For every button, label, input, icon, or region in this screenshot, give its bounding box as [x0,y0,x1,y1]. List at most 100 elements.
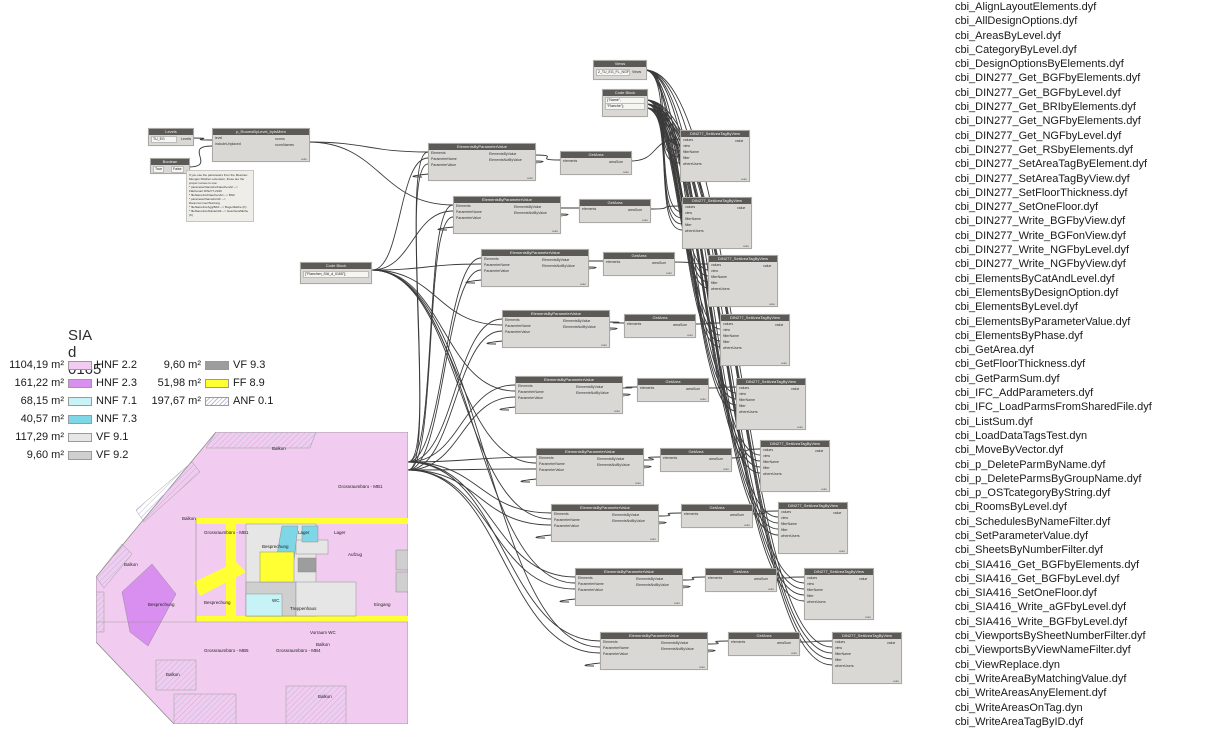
output-port[interactable]: Levels [181,137,192,141]
input-port[interactable]: filterName [683,150,699,154]
input-port[interactable]: view [683,144,691,148]
input-port[interactable]: Elements [484,257,499,261]
input-port[interactable]: ParameterValue [554,524,580,528]
input-port[interactable]: values [685,205,696,209]
input-port[interactable]: values [781,510,792,514]
output-port[interactable]: value [737,206,746,210]
output-port[interactable]: rooms [275,137,285,141]
output-port[interactable]: areaSum [686,387,701,391]
file-list-item[interactable]: cbi_SIA416_Get_BGFbyLevel.dyf [955,572,1120,585]
file-list-item[interactable]: cbi_WriteAreasAnyElement.dyf [955,687,1107,700]
input-port[interactable]: filterName [723,334,739,338]
file-list-item[interactable]: cbi_LoadDataTagsTest.dyn [955,429,1088,442]
input-port[interactable]: filter [807,594,814,598]
input-port[interactable]: values [835,640,846,644]
code-block-text[interactable]: ["Flaechen_SIA_d_0165"]; [303,271,369,278]
input-port[interactable]: whereUsers [685,229,704,233]
input-port[interactable]: Elements [554,512,569,516]
input-port[interactable]: elements [627,322,642,326]
input-port[interactable]: elements [606,260,621,264]
input-port[interactable]: Elements [518,384,533,388]
input-port[interactable]: filter [739,404,746,408]
output-port[interactable]: areaSum [652,261,667,265]
output-port[interactable]: value [735,139,744,143]
file-list-item[interactable]: cbi_SIA416_Get_BGFbyElements.dyf [955,558,1140,571]
output-port[interactable]: ElementsNotByValue [563,325,596,329]
input-port[interactable]: ParameterValue [431,163,457,167]
output-port[interactable]: ElementsByValue [563,319,591,323]
output-port[interactable]: areaSum [754,577,769,581]
file-list-item[interactable]: cbi_CategoryByLevel.dyf [955,43,1077,56]
output-port[interactable]: value [887,641,896,645]
input-port[interactable]: filter [723,340,730,344]
output-port[interactable]: ElementsByValue [576,385,604,389]
file-list-item[interactable]: cbi_SIA416_SetOneFloor.dyf [955,587,1097,600]
file-list-item[interactable]: cbi_DIN277_Write_BGFonView.dyf [955,229,1126,242]
input-port[interactable]: Elements [578,576,593,580]
file-list-item[interactable]: cbi_DIN277_Write_NGFbyView.dyf [955,258,1126,271]
file-list-item[interactable]: cbi_SetParameterValue.dyf [955,529,1089,542]
file-list-item[interactable]: cbi_DIN277_Get_NGFbyElements.dyf [955,115,1141,128]
output-port[interactable]: value [859,577,868,581]
file-list-item[interactable]: cbi_DIN277_Get_RSbyElements.dyf [955,143,1133,156]
input-port[interactable]: filter [763,466,770,470]
output-port[interactable]: value [815,449,824,453]
input-port[interactable]: ParameterName [431,157,457,161]
output-port[interactable]: value [833,511,842,515]
file-list-item[interactable]: cbi_SchedulesByNameFilter.dyf [955,515,1111,528]
file-list-item[interactable]: cbi_ElementsByDesignOption.dyf [955,286,1119,299]
input-port[interactable]: filter [711,281,718,285]
code-block-node[interactable]: Code Block["Flaechen_SIA_d_0165"]; [300,262,372,284]
output-port[interactable]: areaSum [673,323,688,327]
input-port[interactable]: values [711,263,722,267]
input-port[interactable]: ParameterName [505,324,531,328]
file-list-item[interactable]: cbi_ViewReplace.dyn [955,658,1060,671]
input-port[interactable]: whereUsers [683,162,702,166]
file-list-item[interactable]: cbi_DIN277_SetFloorThickness.dyf [955,186,1128,199]
input-port[interactable]: includeUnplaced [215,142,241,146]
input-port[interactable]: filterName [711,275,727,279]
input-port[interactable]: Elements [505,318,520,322]
file-list-item[interactable]: cbi_ListSum.dyf [955,415,1033,428]
input-port[interactable]: ParameterName [539,462,565,466]
input-port[interactable]: Elements [603,640,618,644]
file-list-item[interactable]: cbi_DIN277_Get_BGFbyLevel.dyf [955,86,1121,99]
file-list-item[interactable]: cbi_p_DeleteParmByName.dyf [955,458,1106,471]
input-port[interactable]: ParameterName [456,210,482,214]
file-list-item[interactable]: cbi_GetParmSum.dyf [955,372,1060,385]
input-port[interactable]: whereUsers [723,346,742,350]
file-list-item[interactable]: cbi_SIA416_Write_BGFbyLevel.dyf [955,615,1128,628]
input-port[interactable]: filterName [781,522,797,526]
input-port[interactable]: view [763,454,771,458]
input-port[interactable]: filterName [685,217,701,221]
input-port[interactable]: ParameterValue [578,588,604,592]
code-block-line-2[interactable]: "Flaeche"}; [605,103,645,110]
output-port[interactable]: ElementsNotByValue [576,391,609,395]
file-list-item[interactable]: cbi_MoveByVector.dyf [955,444,1064,457]
output-port[interactable]: ElementsByValue [661,641,689,645]
file-list-item[interactable]: cbi_ElementsByPhase.dyf [955,329,1083,342]
output-port[interactable]: ElementsNotByValue [542,264,575,268]
output-port[interactable]: ElementsNotByValue [661,647,694,651]
input-port[interactable]: ParameterName [484,263,510,267]
file-list-item[interactable]: cbi_WriteAreaByMatchingValue.dyf [955,672,1127,685]
input-port[interactable]: view [835,646,843,650]
file-list-item[interactable]: cbi_DIN277_Write_NGFbyLevel.dyf [955,244,1130,257]
output-port[interactable]: ElementsByValue [489,152,517,156]
output-port[interactable]: areaSum [709,457,724,461]
file-list-item[interactable]: cbi_DIN277_Get_BGFbyElements.dyf [955,72,1141,85]
file-list-item[interactable]: cbi_DIN277_SetOneFloor.dyf [955,201,1099,214]
file-list-item[interactable]: cbi_DIN277_Get_NGFbyLevel.dyf [955,129,1122,142]
input-port[interactable]: view [685,211,693,215]
